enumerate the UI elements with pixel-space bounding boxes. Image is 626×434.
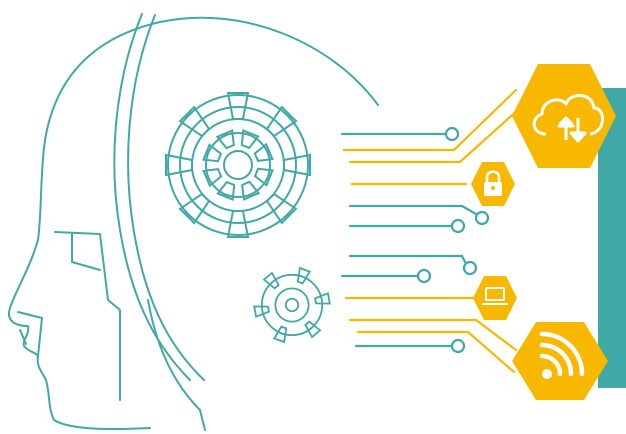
padlock-hexagon (471, 162, 515, 206)
large-gear (166, 93, 310, 237)
laptop-hexagon (473, 276, 517, 320)
circuit-lines (342, 90, 520, 372)
wifi-hexagon (512, 322, 608, 400)
small-gear (254, 268, 330, 342)
